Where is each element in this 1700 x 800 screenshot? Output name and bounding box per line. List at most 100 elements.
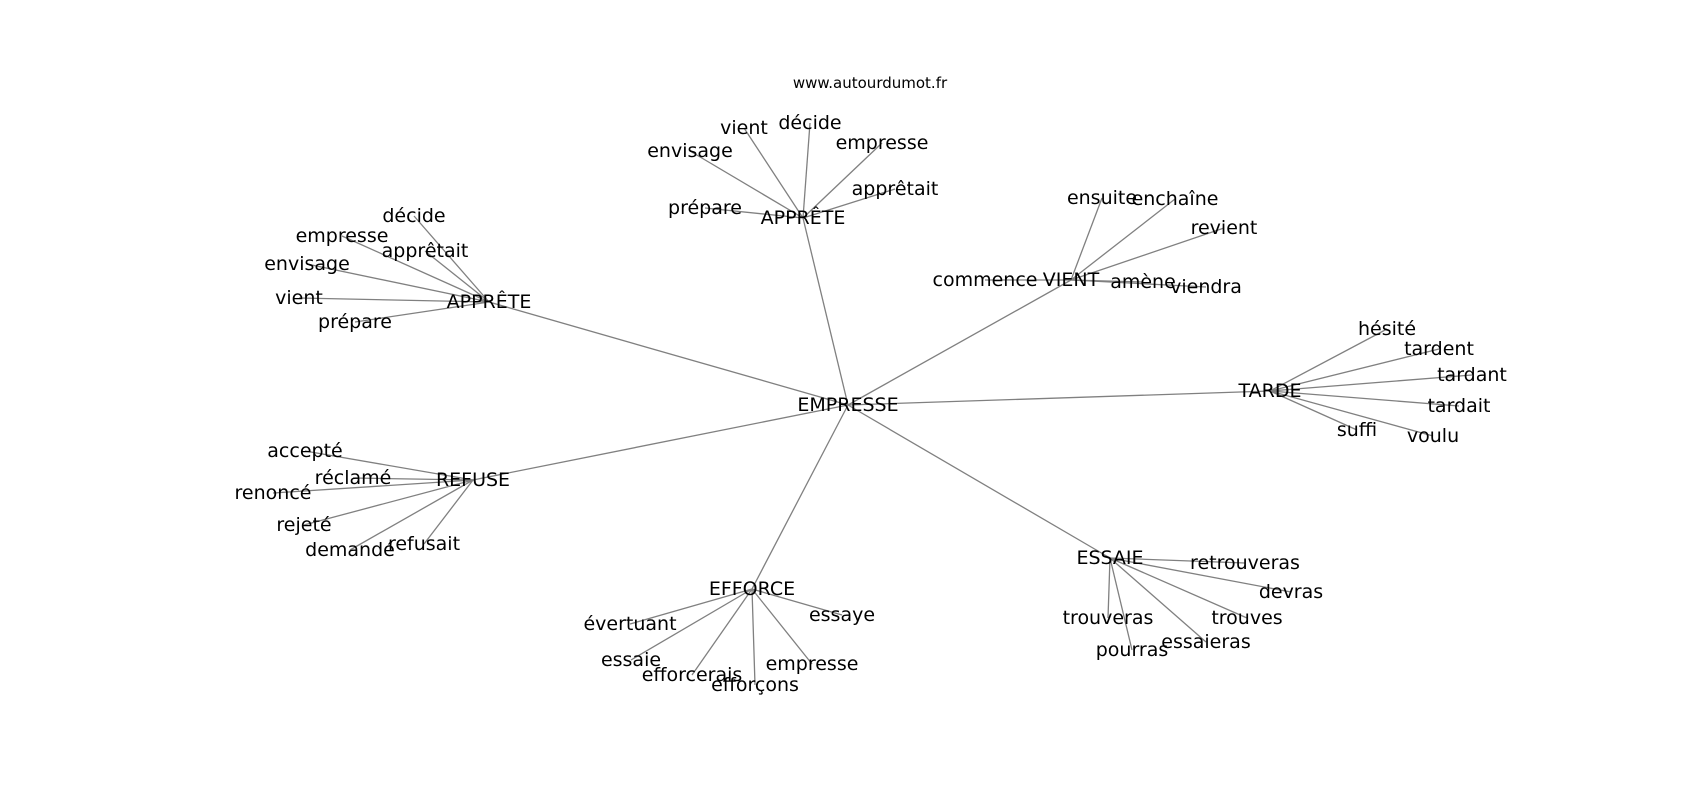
center-node-label: EMPRESSE <box>797 394 898 416</box>
edge-center-refuse <box>472 404 849 481</box>
site-credit: www.autourdumot.fr <box>793 74 948 92</box>
edge-apprete-top-leaf <box>802 142 883 219</box>
edge-tarde-leaf <box>1269 348 1440 392</box>
leaf-node-label: pourras <box>1096 639 1169 661</box>
edge-efforce-leaf <box>751 588 843 616</box>
leaf-node-label: apprêtait <box>852 178 939 200</box>
edge-apprete-left-leaf <box>341 235 490 303</box>
edge-center-efforce <box>751 404 849 590</box>
edge-efforce-leaf <box>630 588 753 661</box>
leaf-node-label: réclamé <box>315 467 392 489</box>
leaf-node-label: renoncé <box>235 482 312 504</box>
edge-apprete-top-leaf <box>689 150 804 219</box>
leaf-node-label: décide <box>382 205 445 227</box>
leaf-node-label: retrouveras <box>1190 552 1300 574</box>
edge-essaie-leaf <box>1109 557 1248 619</box>
leaf-node-label: décide <box>778 112 841 134</box>
leaf-node-label: suffi <box>1337 419 1377 441</box>
hub-node-label: APPRÊTE <box>761 206 846 229</box>
leaf-node-label: efforcerais <box>642 664 743 686</box>
leaf-node-label: trouves <box>1211 607 1282 629</box>
leaf-node-label: tardant <box>1437 364 1507 386</box>
edge-essaie-leaf <box>1109 557 1292 593</box>
leaf-node-label: revient <box>1191 217 1258 239</box>
edge-apprete-top-leaf <box>802 188 896 219</box>
hub-node-label: REFUSE <box>436 469 510 491</box>
edge-apprete-left-leaf <box>354 301 490 323</box>
edge-refuse-leaf <box>423 479 474 545</box>
leaf-node-label: trouveras <box>1063 607 1154 629</box>
leaf-node-label: empresse <box>836 132 929 154</box>
leaf-node-label: refusait <box>388 533 460 555</box>
edge-apprete-top-leaf <box>802 122 811 219</box>
leaf-node-label: essaye <box>809 604 875 626</box>
edge-center-apprete-top <box>802 217 849 406</box>
edge-essaie-leaf <box>1107 557 1111 619</box>
edge-tarde-leaf <box>1269 390 1358 431</box>
edge-tarde-leaf <box>1269 374 1473 392</box>
edge-center-essaie <box>847 404 1111 559</box>
edge-vient-leaf <box>1070 197 1103 281</box>
leaf-node-label: vient <box>720 117 768 139</box>
leaf-node-label: ensuite <box>1067 187 1137 209</box>
leaf-node-label: envisage <box>647 140 733 162</box>
leaf-node-label: rejeté <box>276 514 331 536</box>
leaf-node-label: envisage <box>264 253 350 275</box>
edge-vient-leaf <box>1070 227 1225 281</box>
edge-essaie-leaf <box>1109 557 1133 651</box>
hub-node-label: VIENT <box>1043 269 1100 291</box>
leaf-node-label: vient <box>275 287 323 309</box>
leaf-node-label: hésité <box>1358 318 1416 340</box>
edge-apprete-left-leaf <box>424 250 490 303</box>
edge-tarde-leaf <box>1269 390 1460 407</box>
edge-apprete-left-leaf <box>306 263 490 303</box>
leaf-node-label: devras <box>1259 581 1323 603</box>
leaf-node-label: demandé <box>305 539 395 561</box>
hub-node-label: ESSAIE <box>1076 547 1143 569</box>
edge-apprete-left-leaf <box>413 215 490 303</box>
hub-node-label: TARDE <box>1238 380 1302 402</box>
edge-essaie-leaf <box>1109 557 1246 564</box>
leaf-node-label: accepté <box>267 440 342 462</box>
edge-refuse-leaf <box>272 479 474 494</box>
leaf-node-label: évertuant <box>583 613 676 635</box>
edge-apprete-left-leaf <box>298 297 490 303</box>
edge-refuse-leaf <box>303 479 474 526</box>
hub-node-label: EFFORCE <box>709 578 795 600</box>
edge-apprete-top-leaf <box>704 207 804 219</box>
leaf-node-label: voulu <box>1407 425 1459 447</box>
edge-efforce-leaf <box>691 588 753 676</box>
edge-center-tarde <box>847 390 1271 406</box>
edge-refuse-leaf <box>349 479 474 551</box>
edge-apprete-top-leaf <box>743 127 804 219</box>
edge-vient-leaf <box>1070 198 1176 281</box>
leaf-node-label: prépare <box>318 311 392 333</box>
leaf-node-label: viendra <box>1170 276 1242 298</box>
edge-vient-leaf <box>1070 279 1207 288</box>
leaf-node-label: empresse <box>296 225 389 247</box>
leaf-node-label: commence <box>933 269 1038 291</box>
edge-efforce-leaf <box>751 588 756 686</box>
leaf-node-label: prépare <box>668 197 742 219</box>
edge-refuse-leaf <box>352 477 474 481</box>
edge-center-vient <box>847 279 1072 406</box>
edge-tarde-leaf <box>1269 328 1388 392</box>
leaf-node-label: essaieras <box>1161 631 1250 653</box>
edge-efforce-leaf <box>629 588 753 625</box>
leaf-node-label: amène <box>1110 271 1176 293</box>
leaf-node-label: empresse <box>766 653 859 675</box>
graph-edges <box>272 122 1473 686</box>
edge-center-apprete-left <box>488 301 849 406</box>
edge-refuse-leaf <box>304 450 474 481</box>
leaf-node-label: tardait <box>1427 395 1490 417</box>
edge-tarde-leaf <box>1269 390 1434 437</box>
leaf-node-label: tardent <box>1404 338 1474 360</box>
leaf-node-label: enchaîne <box>1132 188 1219 210</box>
edge-efforce-leaf <box>751 588 813 665</box>
leaf-node-label: efforçons <box>711 674 799 696</box>
hub-node-label: APPRÊTE <box>447 290 532 313</box>
edge-essaie-leaf <box>1109 557 1207 643</box>
leaf-node-label: essaie <box>601 649 661 671</box>
